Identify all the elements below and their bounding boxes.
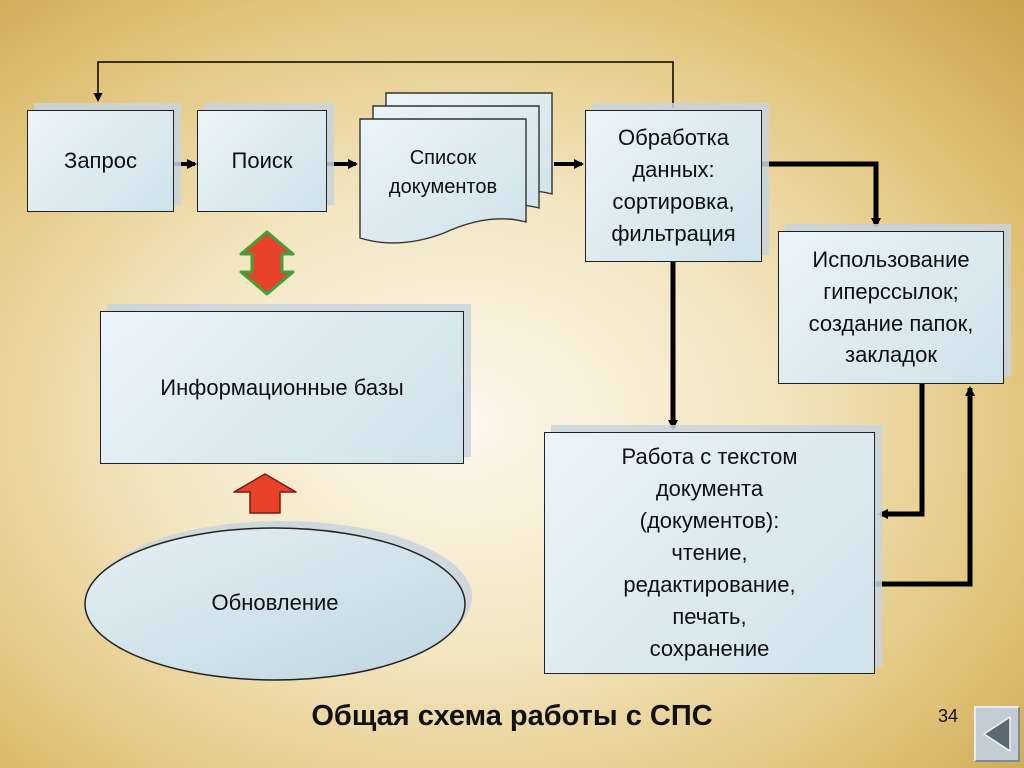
page-number: 34 xyxy=(938,706,959,726)
document-stack-shape xyxy=(359,92,553,244)
node-rabota-label: Работа с текстом документа (документов):… xyxy=(621,444,798,661)
node-zapros: Запрос xyxy=(27,110,174,212)
node-bazy: Информационные базы xyxy=(100,311,464,464)
node-spisok-label: Список документов xyxy=(388,147,498,198)
arrow-obrabotka-ispolzovanie xyxy=(762,161,881,228)
node-poisk-label: Поиск xyxy=(231,148,293,174)
feedback-loop-line xyxy=(93,61,674,108)
node-ispolzovanie: Использование гиперссылок; создание папо… xyxy=(778,231,1004,384)
node-bazy-label: Информационные базы xyxy=(160,374,404,400)
node-zapros-label: Запрос xyxy=(64,148,137,174)
node-poisk: Поиск xyxy=(197,110,327,212)
back-nav-button[interactable] xyxy=(974,706,1020,762)
double-block-arrow-icon xyxy=(239,230,295,296)
obnovlenie-ellipse xyxy=(84,527,466,681)
node-spisok: Список документов xyxy=(360,138,526,208)
node-obrabotka-label: Обработка данных: сортировка, фильтрация xyxy=(611,125,736,246)
back-triangle-icon xyxy=(982,715,1011,753)
node-ispolzovanie-label: Использование гиперссылок; создание папо… xyxy=(808,246,974,368)
arrow-ispolzovanie-rabota xyxy=(878,384,925,519)
up-block-arrow-icon xyxy=(233,473,297,514)
node-obrabotka: Обработка данных: сортировка, фильтрация xyxy=(585,110,762,262)
arrow-rabota-ispolzovanie xyxy=(876,386,975,587)
node-rabota: Работа с текстом документа (документов):… xyxy=(544,432,875,674)
node-obnovlenie-label: Обновление xyxy=(211,590,339,615)
slide-title: Общая схема работы с СПС xyxy=(311,700,713,732)
